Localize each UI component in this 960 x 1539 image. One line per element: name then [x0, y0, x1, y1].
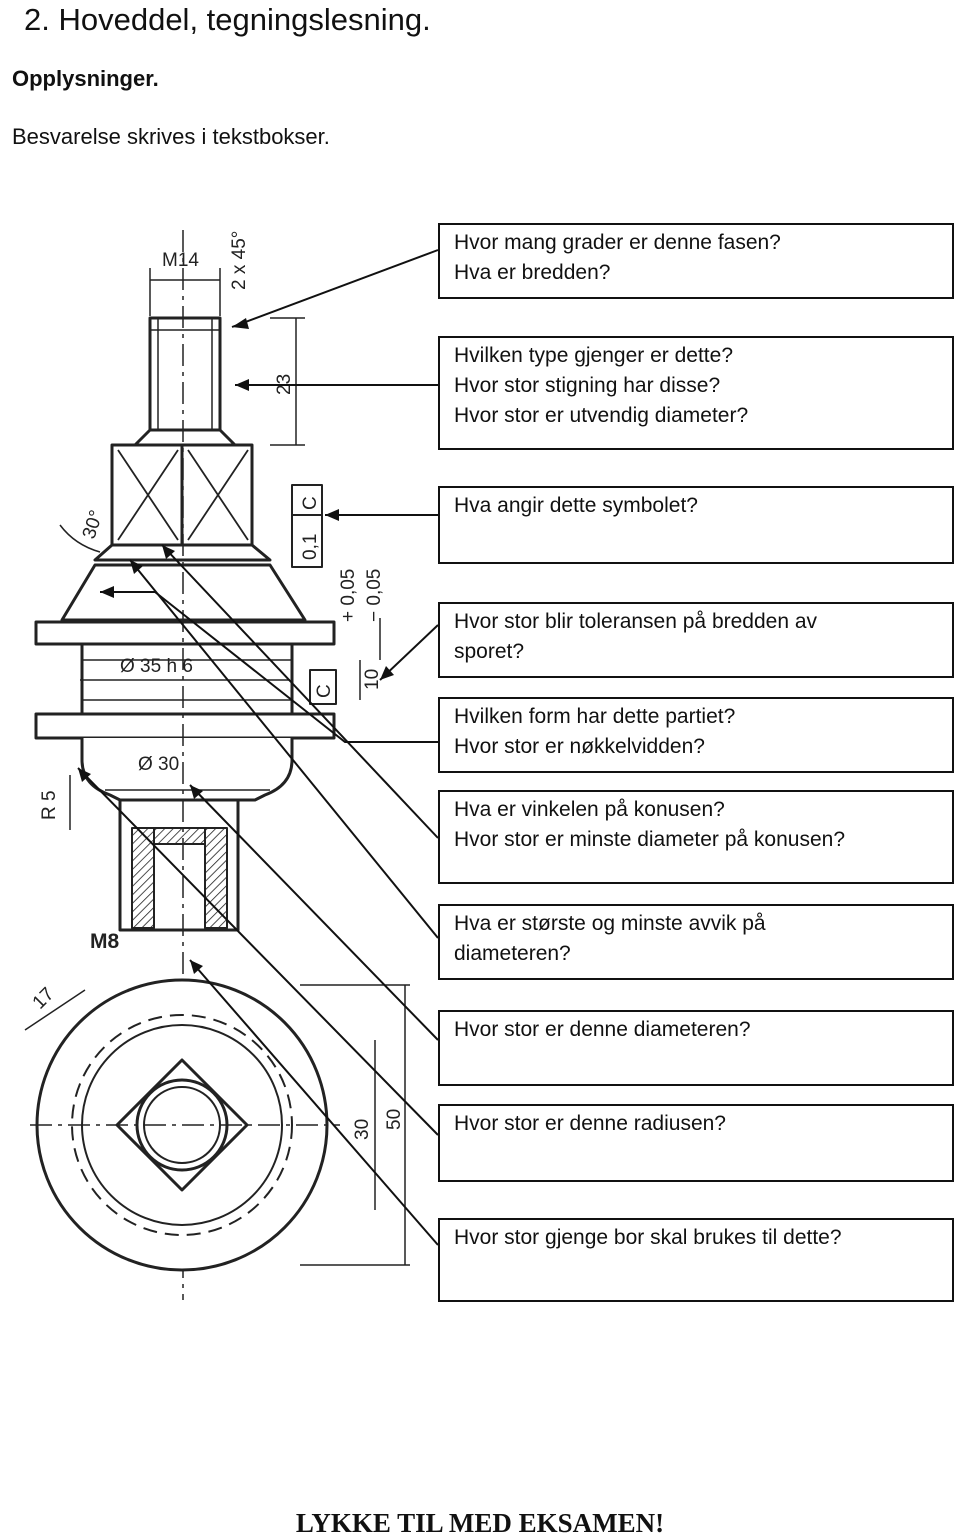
dim-m8: M8	[90, 930, 119, 953]
dim-datum-top: C	[300, 496, 321, 510]
question-box-9[interactable]: Hvor stor er denne radiusen?	[438, 1104, 954, 1182]
question-text: Hvor mang grader er denne fasen?	[454, 231, 781, 254]
question-text: Hvor stor er minste diameter på konusen?	[454, 828, 846, 851]
question-text: Hva er største og minste avvik på	[454, 912, 766, 935]
page-heading: 2. Hoveddel, tegningslesning.	[24, 2, 431, 37]
question-text: Hva er vinkelen på konusen?	[454, 798, 725, 821]
dim-50: 50	[384, 1109, 405, 1130]
technical-drawing: M14 2 x 45° 23 30° C 0,1 + 0,05 − 0,05 1…	[24, 230, 439, 1300]
dim-17: 17	[29, 984, 59, 1014]
question-box-10[interactable]: Hvor stor gjenge bor skal brukes til det…	[438, 1218, 954, 1302]
plan-square	[115, 1058, 249, 1192]
question-box-7[interactable]: Hva er største og minste avvik på diamet…	[438, 904, 954, 980]
question-text: Hvilken type gjenger er dette?	[454, 344, 733, 367]
dim-chamfer: 2 x 45°	[229, 231, 250, 290]
upper-flange	[34, 620, 336, 646]
section-subheading: Opplysninger.	[12, 66, 159, 91]
dim-m14: M14	[162, 250, 199, 271]
question-box-1[interactable]: Hvor mang grader er denne fasen? Hva er …	[438, 223, 954, 299]
footer-message: LYKKE TIL MED EKSAMEN!	[295, 1508, 665, 1538]
question-text: Hvor stor blir toleransen på bredden av	[454, 610, 818, 633]
instructions-text: Besvarelse skrives i tekstbokser.	[12, 124, 330, 149]
dim-10: 10	[362, 669, 383, 690]
dim-tol-upper: + 0,05	[338, 569, 359, 622]
question-box-3[interactable]: Hva angir dette symbolet?	[438, 486, 954, 564]
question-box-6[interactable]: Hva er vinkelen på konusen? Hvor stor er…	[438, 790, 954, 884]
dim-tol-lower: − 0,05	[364, 569, 385, 622]
question-text: Hvor stor er utvendig diameter?	[454, 404, 749, 427]
question-box-5[interactable]: Hvilken form har dette partiet? Hvor sto…	[438, 697, 954, 773]
question-text: Hvilken form har dette partiet?	[454, 705, 736, 728]
question-text: Hvor stor stigning har disse?	[454, 374, 721, 397]
dim-datum: C	[314, 684, 335, 698]
question-text: Hvor stor er denne diameteren?	[454, 1018, 751, 1041]
question-text: Hvor stor er denne radiusen?	[454, 1112, 726, 1135]
question-text: sporet?	[454, 640, 525, 663]
thread-pin	[148, 316, 222, 432]
dim-dia30: Ø 30	[138, 754, 179, 775]
question-text: Hva er bredden?	[454, 261, 611, 284]
question-box-4[interactable]: Hvor stor blir toleransen på bredden av …	[438, 602, 954, 678]
question-text: Hva angir dette symbolet?	[454, 494, 698, 517]
lower-flange	[34, 712, 336, 740]
dim-30: 30	[352, 1119, 373, 1140]
question-text: Hvor stor er nøkkelvidden?	[454, 735, 705, 758]
dim-tol-frame: 0,1	[300, 534, 321, 560]
question-text: Hvor stor gjenge bor skal brukes til det…	[454, 1226, 842, 1249]
dim-30deg: 30°	[79, 508, 108, 542]
dim-r5: R 5	[39, 790, 60, 820]
question-box-2[interactable]: Hvilken type gjenger er dette? Hvor stor…	[438, 336, 954, 450]
dim-dia35: Ø 35 h 6	[120, 656, 193, 677]
question-box-8[interactable]: Hvor stor er denne diameteren?	[438, 1010, 954, 1086]
question-text: diameteren?	[454, 942, 571, 965]
